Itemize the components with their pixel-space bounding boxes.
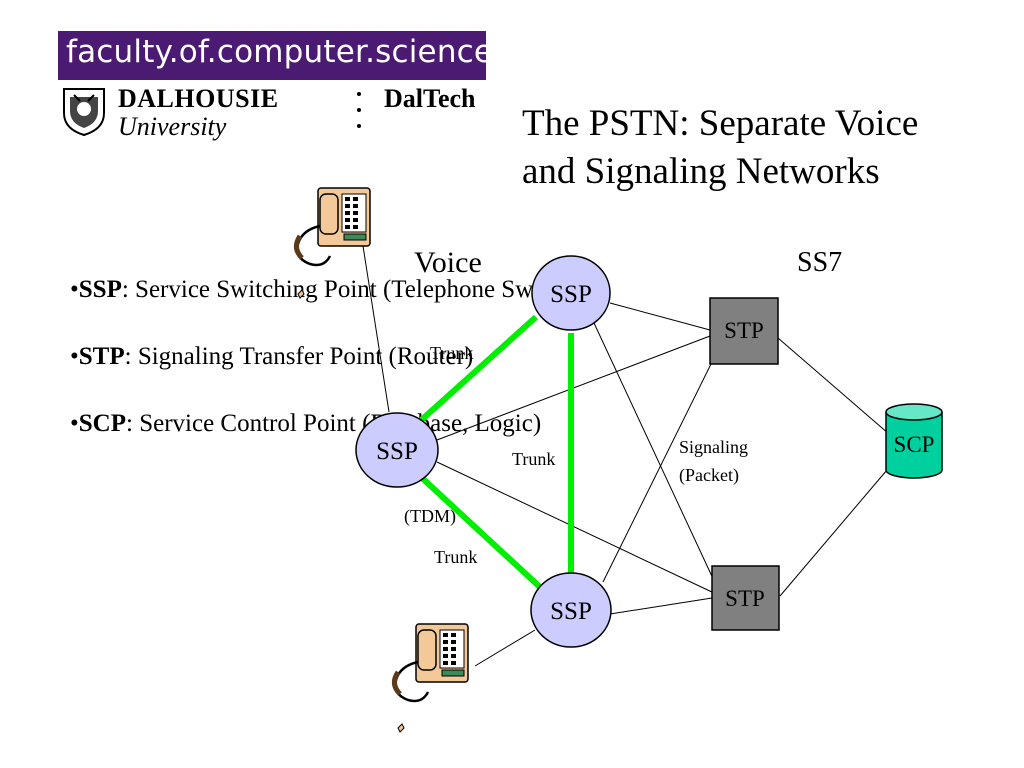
slide-title: The PSTN: Separate Voice and Signaling N… [522, 100, 918, 196]
link-stp-bottom-scp [779, 469, 888, 597]
definition-scp: •SCP: Service Control Point (Database, L… [70, 407, 579, 441]
dalhousie-crest-icon [63, 88, 105, 137]
definition-term: SSP [78, 276, 122, 303]
university-name: DALHOUSIE [118, 84, 279, 113]
definition-text: : Signaling Transfer Point (Router) [124, 343, 474, 370]
signaling-links [362, 245, 890, 667]
faculty-banner-text: faculty.of.computer.science [66, 34, 494, 70]
bullet: • [70, 410, 79, 437]
ssp-bottom-node: SSP [530, 572, 612, 648]
trunk-left-top [415, 314, 539, 426]
stp-top-node: STP [709, 297, 779, 365]
stp-bottom-label: STP [725, 586, 765, 611]
telephone-bottom-icon [392, 623, 469, 733]
voice-trunks [415, 314, 574, 591]
trunk-label-1: Trunk [430, 343, 473, 363]
stp-top-label: STP [724, 318, 764, 343]
link-ssp-bottom-stp-top [602, 359, 714, 583]
link-stp-top-scp [777, 337, 890, 435]
link-ssp-left-stp-bottom [436, 461, 715, 594]
scp-database-icon: SCP [885, 403, 943, 479]
bullet: • [70, 276, 79, 303]
slide-title-line-1: The PSTN: Separate Voice [522, 103, 919, 144]
link-ssp-top-stp-top [609, 302, 711, 331]
university-subtitle: University [118, 112, 227, 141]
scp-label: SCP [894, 432, 935, 457]
ssp-bottom-label: SSP [550, 598, 592, 625]
packet-label: (Packet) [679, 465, 739, 486]
ssp-top-node: SSP [531, 255, 611, 331]
tdm-label: (TDM) [404, 506, 456, 527]
definition-text: : Service Control Point (Database, Logic… [126, 410, 542, 437]
ssp-left-node: SSP [355, 412, 439, 488]
definitions-list: •SSP: Service Switching Point (Telephone… [70, 273, 579, 474]
definition-stp: •STP: Signaling Transfer Point (Router) [70, 340, 579, 374]
region-ss7-label: SS7 [797, 247, 842, 278]
definition-term: SCP [78, 410, 126, 437]
region-voice-label: Voice [414, 246, 482, 279]
slide-title-line-2: and Signaling Networks [522, 151, 880, 192]
ssp-left-label: SSP [376, 438, 418, 465]
stp-bottom-node: STP [711, 565, 780, 631]
trunk-label-2: Trunk [512, 449, 555, 469]
ssp-top-label: SSP [550, 281, 592, 308]
link-ssp-bottom-stp-bottom [609, 597, 713, 615]
trunk-left-bottom [418, 474, 544, 591]
telephone-top-icon [294, 187, 371, 299]
definition-ssp: •SSP: Service Switching Point (Telephone… [70, 273, 579, 307]
bullet: • [70, 343, 79, 370]
signaling-label: Signaling [679, 437, 748, 457]
phone-bottom-link [474, 629, 536, 667]
phone-top-link [362, 245, 390, 413]
definition-text: : Service Switching Point (Telephone Swi… [121, 276, 580, 303]
definition-term: STP [78, 343, 125, 370]
link-ssp-top-stp-bottom [593, 322, 717, 586]
faculty-banner [58, 31, 486, 80]
daltech-label: DalTech [384, 84, 476, 113]
header-divider-dots [357, 92, 363, 140]
trunk-label-3: Trunk [434, 547, 477, 567]
